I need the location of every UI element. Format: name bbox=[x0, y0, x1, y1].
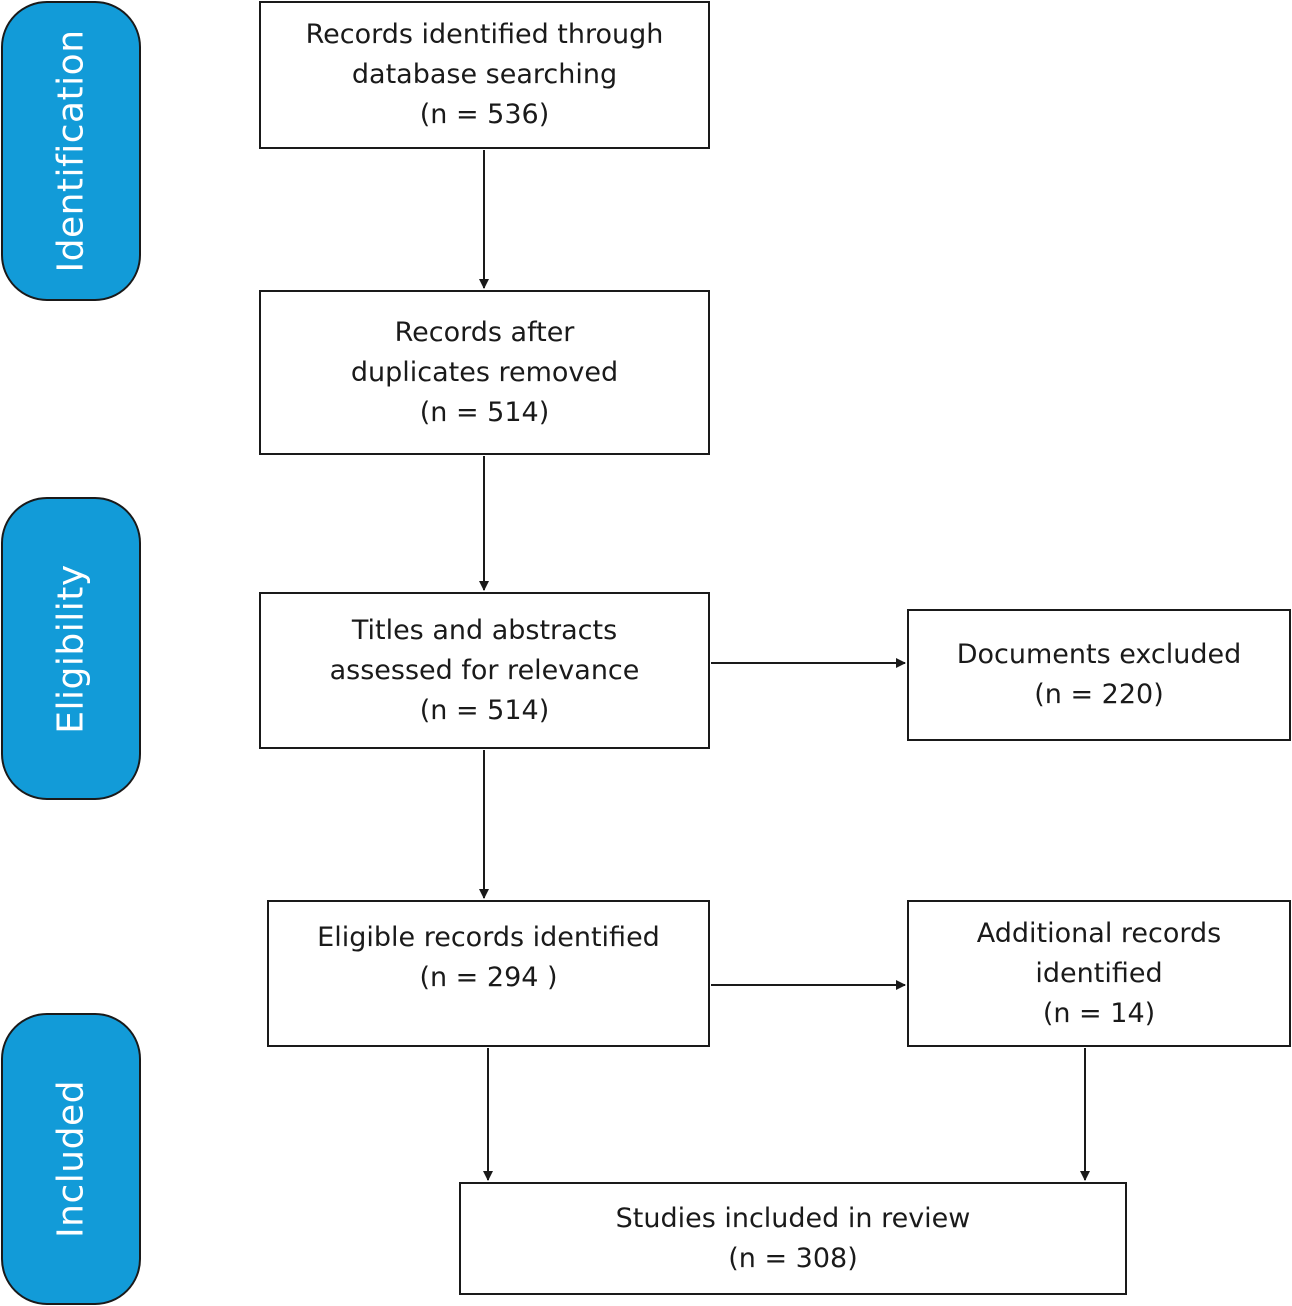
additional-records-box: Additional records identified (n = 14) bbox=[907, 900, 1291, 1047]
documents-excluded-line1: Documents excluded bbox=[956, 639, 1242, 670]
studies-included-line1: Studies included in review bbox=[615, 1202, 971, 1234]
records-identified-count: (n = 536) bbox=[419, 99, 550, 130]
additional-records-line2: identified bbox=[1035, 957, 1163, 989]
titles-abstracts-line1: Titles and abstracts bbox=[351, 614, 618, 646]
stage-included: Included bbox=[1, 1013, 141, 1305]
additional-records-line1: Additional records bbox=[976, 917, 1222, 949]
documents-excluded-box: Documents excluded (n = 220) bbox=[907, 609, 1291, 741]
stage-eligibility: Eligibility bbox=[1, 497, 141, 800]
after-duplicates-count: (n = 514) bbox=[419, 396, 550, 428]
documents-excluded-count: (n = 220) bbox=[1034, 679, 1164, 710]
stage-identification: Identification bbox=[1, 1, 141, 301]
records-identified-line1: Records identified through bbox=[305, 19, 664, 50]
after-duplicates-box: Records after duplicates removed (n = 51… bbox=[259, 290, 710, 455]
additional-records-count: (n = 14) bbox=[1042, 997, 1156, 1029]
titles-abstracts-count: (n = 514) bbox=[419, 694, 550, 726]
after-duplicates-line2: duplicates removed bbox=[350, 356, 619, 388]
studies-included-box: Studies included in review (n = 308) bbox=[459, 1182, 1127, 1295]
after-duplicates-line1: Records after bbox=[394, 316, 575, 348]
eligible-records-line1: Eligible records identified bbox=[317, 922, 660, 953]
records-identified-line2: database searching bbox=[351, 59, 618, 90]
titles-abstracts-box: Titles and abstracts assessed for releva… bbox=[259, 592, 710, 749]
eligible-records-count: (n = 294 ) bbox=[419, 962, 558, 993]
titles-abstracts-line2: assessed for relevance bbox=[329, 654, 640, 686]
studies-included-count: (n = 308) bbox=[728, 1242, 858, 1274]
records-identified-box: Records identified through database sear… bbox=[259, 1, 710, 149]
eligible-records-box: Eligible records identified (n = 294 ) bbox=[267, 900, 710, 1047]
